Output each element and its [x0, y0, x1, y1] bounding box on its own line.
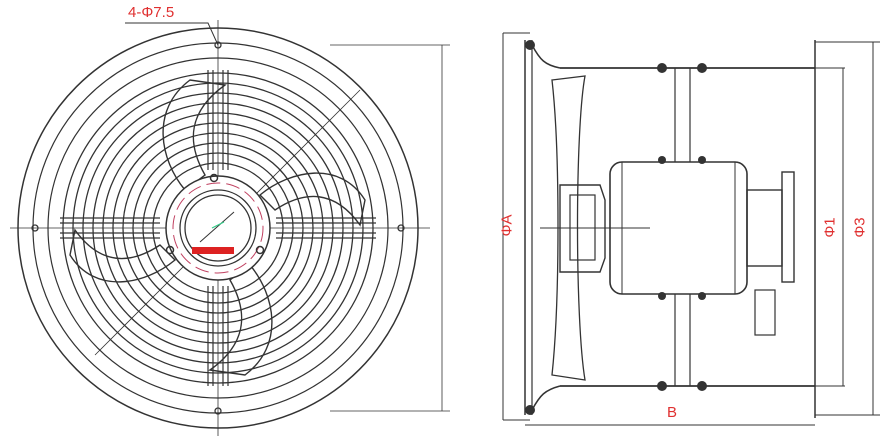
hub-label-bar [192, 247, 234, 254]
front-view [10, 20, 450, 436]
dimension-B-label: B [667, 404, 678, 421]
side-view [502, 32, 880, 426]
hole-callout: 4-Φ7.5 [128, 4, 175, 21]
dimension-3-label: Φ3 [851, 217, 869, 238]
dimension-1-label: Φ1 [821, 217, 839, 238]
dimension-A-label: ΦA [498, 214, 516, 237]
